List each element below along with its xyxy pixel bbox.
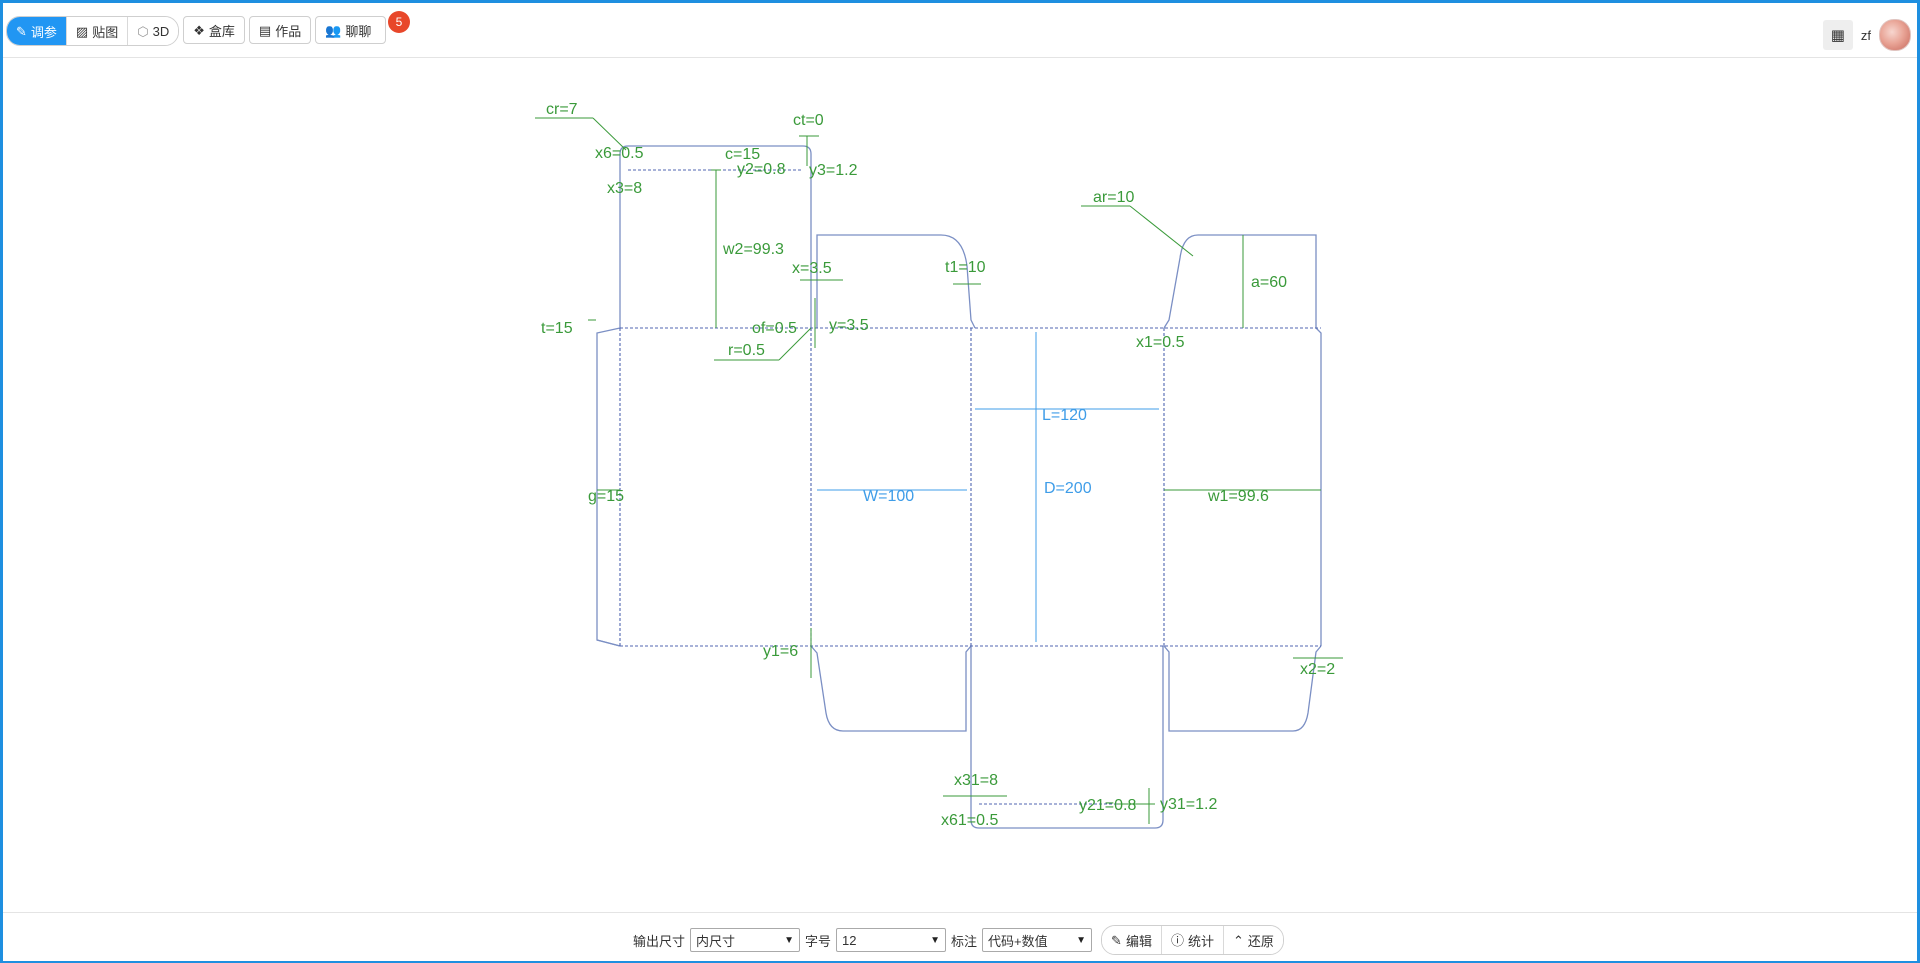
tab-params-label: 调参	[30, 24, 57, 40]
dim-x31: x31=8	[954, 772, 998, 789]
dim-t: t=15	[541, 320, 573, 337]
top-toolbar: ✎ 调参 ▨ 贴图 ⬡ 3D ❖ 盒库 ▤ 作品	[3, 3, 1917, 58]
dim-ct: ct=0	[793, 112, 824, 129]
caret-down-icon: ▼	[1076, 934, 1087, 946]
boxes-icon: ❖	[193, 22, 205, 38]
dimension-labels: cr=7 ct=0 x6=0.5 c=15 y2=0.8 y3=1.2 x3=8…	[541, 101, 1335, 829]
edit-icon: ✎	[1111, 932, 1122, 948]
annotation-value: 代码+数值	[988, 933, 1048, 949]
right-edge	[1315, 327, 1322, 646]
top-dust-flap-left	[816, 234, 976, 329]
dim-D: D=200	[1044, 480, 1092, 497]
top-dust-flap-right	[1163, 234, 1317, 329]
chat-badge: 5	[388, 11, 410, 33]
dim-y: y=3.5	[829, 317, 869, 334]
dim-c: c=15	[725, 146, 760, 163]
tab-3d-label: 3D	[152, 23, 170, 39]
tab-texture[interactable]: ▨ 贴图	[66, 17, 129, 45]
tab-params[interactable]: ✎ 调参	[7, 17, 67, 45]
info-icon: ⓘ	[1170, 932, 1184, 948]
stats-button[interactable]: ⓘ 统计	[1161, 926, 1224, 954]
dim-cr: cr=7	[546, 101, 578, 118]
font-size-value: 12	[842, 932, 857, 948]
restore-label: 还原	[1247, 933, 1274, 949]
dim-x6: x6=0.5	[595, 145, 644, 162]
dim-x1: x1=0.5	[1136, 334, 1185, 351]
dim-w1: w1=99.6	[1207, 488, 1269, 505]
bottom-tuck-flap	[970, 646, 1164, 829]
mode-tabs: ✎ 调参 ▨ 贴图 ⬡ 3D	[6, 16, 180, 46]
dim-ar: ar=10	[1093, 189, 1134, 206]
dim-L: L=120	[1042, 407, 1087, 424]
works-button[interactable]: ▤ 作品	[248, 16, 312, 44]
action-buttons: ✎ 编辑 ⓘ 统计 ⌃ 还原	[1101, 925, 1284, 955]
chevron-up-icon: ⌃	[1233, 932, 1244, 948]
box-library-label: 盒库	[208, 23, 235, 39]
dim-of: of=0.5	[752, 320, 797, 337]
tab-texture-label: 贴图	[92, 24, 119, 40]
caret-down-icon: ▼	[930, 934, 941, 946]
glue-bottom	[596, 639, 621, 647]
primary-labels: W=100 L=120 D=200	[863, 407, 1092, 505]
output-size-value: 内尺寸	[696, 933, 736, 949]
caret-down-icon: ▼	[784, 934, 795, 946]
dim-g: g=15	[588, 488, 624, 505]
dim-t1: t1=10	[945, 259, 986, 276]
annotation-select[interactable]: 代码+数值 ▼	[982, 928, 1093, 952]
box-library-button[interactable]: ❖ 盒库	[183, 16, 245, 44]
dim-W: W=100	[863, 488, 914, 505]
cut-lines	[596, 145, 1322, 829]
annotation-label: 标注	[951, 933, 978, 949]
dimension-lines	[535, 117, 1343, 824]
dim-x2: x2=2	[1300, 661, 1335, 678]
image-icon: ▨	[75, 23, 89, 39]
restore-button[interactable]: ⌃ 还原	[1224, 926, 1283, 954]
bottom-dust-flap-left	[810, 645, 972, 732]
dieline-svg: cr=7 ct=0 x6=0.5 c=15 y2=0.8 y3=1.2 x3=8…	[535, 101, 1343, 829]
dim-y31: y31=1.2	[1160, 796, 1217, 813]
top-tuck-flap	[619, 145, 812, 328]
qrcode-icon: ▦	[1830, 27, 1845, 44]
user-name: zf	[1860, 27, 1871, 43]
tab-3d[interactable]: ⬡ 3D	[128, 17, 179, 45]
user-tools: ▦ zf	[1822, 19, 1911, 51]
dim-a: a=60	[1251, 274, 1287, 291]
dim-w2: w2=99.3	[722, 241, 784, 258]
dim-x: x=3.5	[792, 260, 832, 277]
dim-y2: y2=0.8	[737, 161, 786, 178]
font-size-label: 字号	[805, 933, 832, 949]
newspaper-icon: ▤	[258, 22, 272, 38]
bottom-toolbar: 输出尺寸 内尺寸 ▼ 字号 12 ▼ 标注 代码+数值 ▼ ✎ 编辑	[3, 912, 1917, 961]
dim-y1: y1=6	[763, 643, 798, 660]
dim-y3: y3=1.2	[809, 162, 858, 179]
bottom-dust-flap-right	[1163, 645, 1322, 732]
main-toolbar: ✎ 调参 ▨ 贴图 ⬡ 3D ❖ 盒库 ▤ 作品	[6, 16, 387, 46]
chat-button[interactable]: 👥 聊聊	[315, 16, 387, 44]
edit-button[interactable]: ✎ 编辑	[1102, 926, 1162, 954]
edit-label: 编辑	[1125, 933, 1152, 949]
dim-x3: x3=8	[607, 180, 642, 197]
cube-icon: ⬡	[137, 23, 149, 39]
font-size-select[interactable]: 12 ▼	[836, 928, 947, 952]
stats-label: 统计	[1187, 933, 1214, 949]
bottom-controls: 输出尺寸 内尺寸 ▼ 字号 12 ▼ 标注 代码+数值 ▼ ✎ 编辑	[633, 925, 1284, 955]
primary-dimension-lines	[817, 332, 1159, 642]
edit-icon: ✎	[16, 23, 27, 39]
users-icon: 👥	[325, 22, 342, 38]
dim-y21: y21=0.8	[1079, 797, 1136, 814]
dieline-canvas[interactable]: cr=7 ct=0 x6=0.5 c=15 y2=0.8 y3=1.2 x3=8…	[3, 58, 1917, 913]
qrcode-button[interactable]: ▦	[1822, 20, 1853, 50]
output-size-label: 输出尺寸	[633, 933, 686, 949]
dim-x61: x61=0.5	[941, 812, 998, 829]
chat-label: 聊聊	[345, 23, 372, 39]
works-label: 作品	[275, 23, 302, 39]
glue-flap	[596, 327, 621, 647]
dim-r: r=0.5	[728, 342, 765, 359]
avatar[interactable]	[1879, 19, 1911, 51]
output-size-select[interactable]: 内尺寸 ▼	[690, 928, 801, 952]
